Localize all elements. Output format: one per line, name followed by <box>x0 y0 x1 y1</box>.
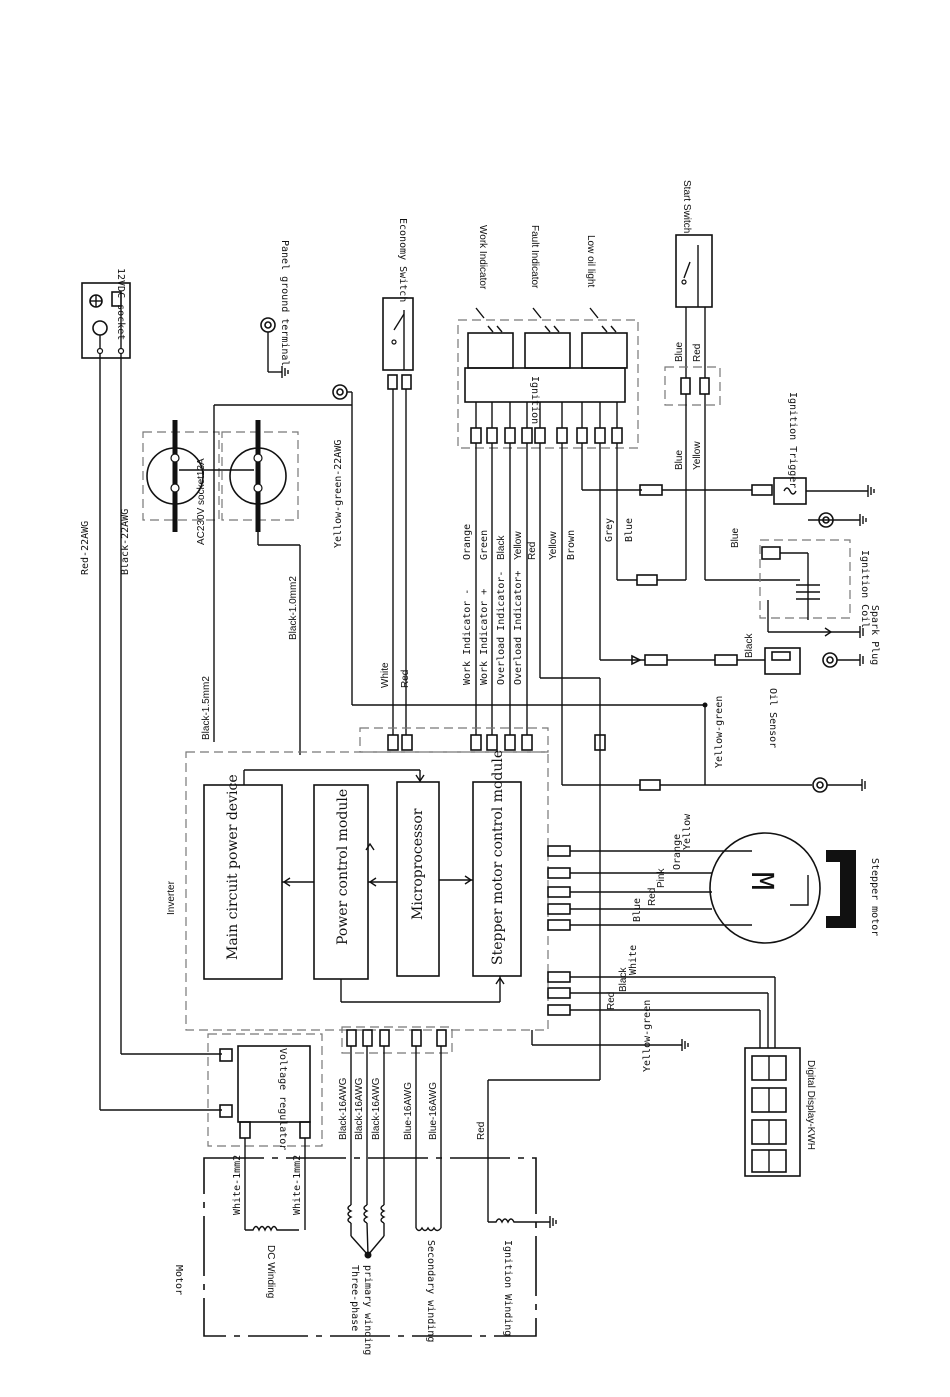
blue-16awg-2: Blue-16AWG <box>428 1082 439 1140</box>
fault-indicator-label: Fault Indicator <box>529 225 540 289</box>
green-label: Green <box>479 530 490 560</box>
overload-indicator-minus: Overload Indicator- <box>496 571 507 685</box>
ignition-coil: Ignition Coil Spark Plug <box>759 512 880 665</box>
red-wire-label: Red <box>527 542 538 560</box>
white-1mm2-b: White-1mm2 <box>292 1155 303 1215</box>
brown-label: Brown <box>566 530 577 560</box>
blue-16awg-1: Blue-16AWG <box>403 1082 414 1140</box>
svg-text:Microprocessor: Microprocessor <box>410 808 426 920</box>
yellow-wire-label-b: Yellow <box>548 531 559 560</box>
red-label-motor: Red <box>647 888 658 906</box>
ignition-trigger-label: Ignition Trigger <box>787 392 798 488</box>
oil-sensor-label: Oil Sensor <box>767 688 778 748</box>
ignition-coil-label: Ignition Coil <box>859 550 870 628</box>
indicator-leds: Work Indicator Fault Indicator Low oil l… <box>467 225 628 369</box>
voltage-regulator-label: Voltage regulator <box>277 1048 288 1150</box>
svg-text:M: M <box>744 872 779 890</box>
work-indicator-minus: Work Indicator - <box>462 589 473 685</box>
microprocessor: Microprocessor <box>396 781 440 977</box>
three-phase-winding: Three-phase primary winding <box>347 1204 386 1355</box>
dc-socket-label: 12VDC socket <box>115 268 126 340</box>
ac-socket: AC230V socket13A <box>142 420 299 545</box>
black-16awg-2: Black-16AWG <box>354 1077 365 1140</box>
ac-socket-label: AC230V socket13A <box>196 458 207 545</box>
stepper-motor-control-module: Stepper motor control module <box>472 750 522 977</box>
svg-text:Main circuit power device: Main circuit power device <box>225 774 241 960</box>
yellow-label-motor: Yellow <box>682 813 693 850</box>
economy-switch-label: Economy Switch <box>397 218 408 302</box>
yellow-green-22awg-label: Yellow-green-22AWG <box>333 440 344 548</box>
red-label-ignition: Red <box>476 1122 487 1140</box>
panel-ground-label: Panel ground terminal <box>279 240 290 366</box>
bottom-connectors <box>346 1029 447 1047</box>
ignition-trigger: Ignition Trigger <box>751 392 875 505</box>
blue-label-d: Blue <box>730 528 741 548</box>
pink-label: Pink <box>656 868 667 888</box>
black-1mm2-label: Black-1.0mm2 <box>288 576 299 640</box>
motor-label: Motor <box>173 1265 184 1295</box>
secondary-winding: Secondary winding <box>415 1205 442 1342</box>
start-switch-label: Start Switch <box>681 180 692 233</box>
white-1mm2-a: White-1mm2 <box>232 1155 243 1215</box>
black-22awg-label: Black-22AWG <box>120 509 131 575</box>
inverter-label: Inverter <box>166 880 177 915</box>
digital-display-label: Digital Display-KWH <box>805 1060 816 1150</box>
motor-box: Motor <box>173 1157 537 1337</box>
ignition-winding: Ignition Winding <box>488 1216 557 1336</box>
primary-winding-label: primary winding <box>362 1265 373 1355</box>
blue-label-b: Blue <box>674 342 685 362</box>
start-switch: Start Switch <box>675 180 713 308</box>
ignition-connectors <box>470 402 623 444</box>
dc-socket: 12VDC socket <box>81 268 131 359</box>
work-indicator-plus: Work Indicator + <box>479 589 490 685</box>
black-label-oil: Black <box>744 633 755 658</box>
panel-ground-terminal: Panel ground terminal <box>260 240 290 378</box>
blue-label-motor: Blue <box>632 898 643 922</box>
spark-plug-label: Spark Plug <box>869 605 880 665</box>
yellow-green-label-b: Yellow-green <box>642 1000 653 1072</box>
dc-winding-label: DC Winding <box>265 1245 276 1298</box>
red-label: Red <box>400 670 411 688</box>
blue-label-a: Blue <box>624 518 635 542</box>
voltage-regulator: Voltage regulator <box>219 1045 311 1150</box>
yellow-green-label: Yellow-green <box>714 696 725 768</box>
power-control-module: Power control module <box>313 784 369 980</box>
black-label-display: Black <box>618 967 629 992</box>
inverter-top-connectors <box>387 734 606 751</box>
oil-sensor: Oil Sensor <box>764 647 864 748</box>
work-indicator-label: Work Indicator <box>477 225 488 290</box>
svg-text:Stepper motor control module: Stepper motor control module <box>490 750 506 965</box>
low-oil-light-label: Low oil light <box>585 235 596 287</box>
black-16awg-3: Black-16AWG <box>371 1077 382 1140</box>
yellow-label-c: Yellow <box>692 441 703 470</box>
orange-label-motor: Orange <box>672 834 683 870</box>
secondary-winding-label: Secondary winding <box>425 1240 436 1342</box>
yellow-wire-label-a: Yellow <box>513 531 524 560</box>
red-label-display: Red <box>606 992 617 1010</box>
white-label-display: White <box>628 945 639 975</box>
orange-label: Orange <box>462 524 473 560</box>
three-phase-label: Three-phase <box>349 1265 360 1331</box>
stepper-motor: M Stepper motor <box>709 832 880 944</box>
svg-text:Power control module: Power control module <box>335 789 351 945</box>
ignition-winding-label: Ignition Winding <box>502 1240 513 1336</box>
stepper-connectors <box>547 845 571 1016</box>
ignition-box: Ignition <box>464 367 626 424</box>
main-circuit-power-device: Main circuit power device <box>203 774 283 980</box>
red-22awg-label: Red-22AWG <box>80 521 91 575</box>
digital-display: Digital Display-KWH <box>744 1047 816 1177</box>
black-wire-label: Black <box>496 535 507 560</box>
grey-label: Grey <box>604 518 615 542</box>
black-1-5mm2-label: Black-1.5mm2 <box>201 676 212 740</box>
dc-winding: White-1mm2 White-1mm2 DC Winding <box>232 1138 306 1298</box>
blue-label-c: Blue <box>674 450 685 470</box>
stepper-motor-label: Stepper motor <box>869 858 880 936</box>
red-label-b: Red <box>692 344 703 362</box>
ignition-box-label: Ignition <box>529 376 540 424</box>
overload-indicator-plus: Overload Indicator+ <box>513 571 524 685</box>
economy-switch: Economy Switch <box>382 218 414 371</box>
white-label: White <box>380 662 391 688</box>
black-16awg-1: Black-16AWG <box>338 1077 349 1140</box>
